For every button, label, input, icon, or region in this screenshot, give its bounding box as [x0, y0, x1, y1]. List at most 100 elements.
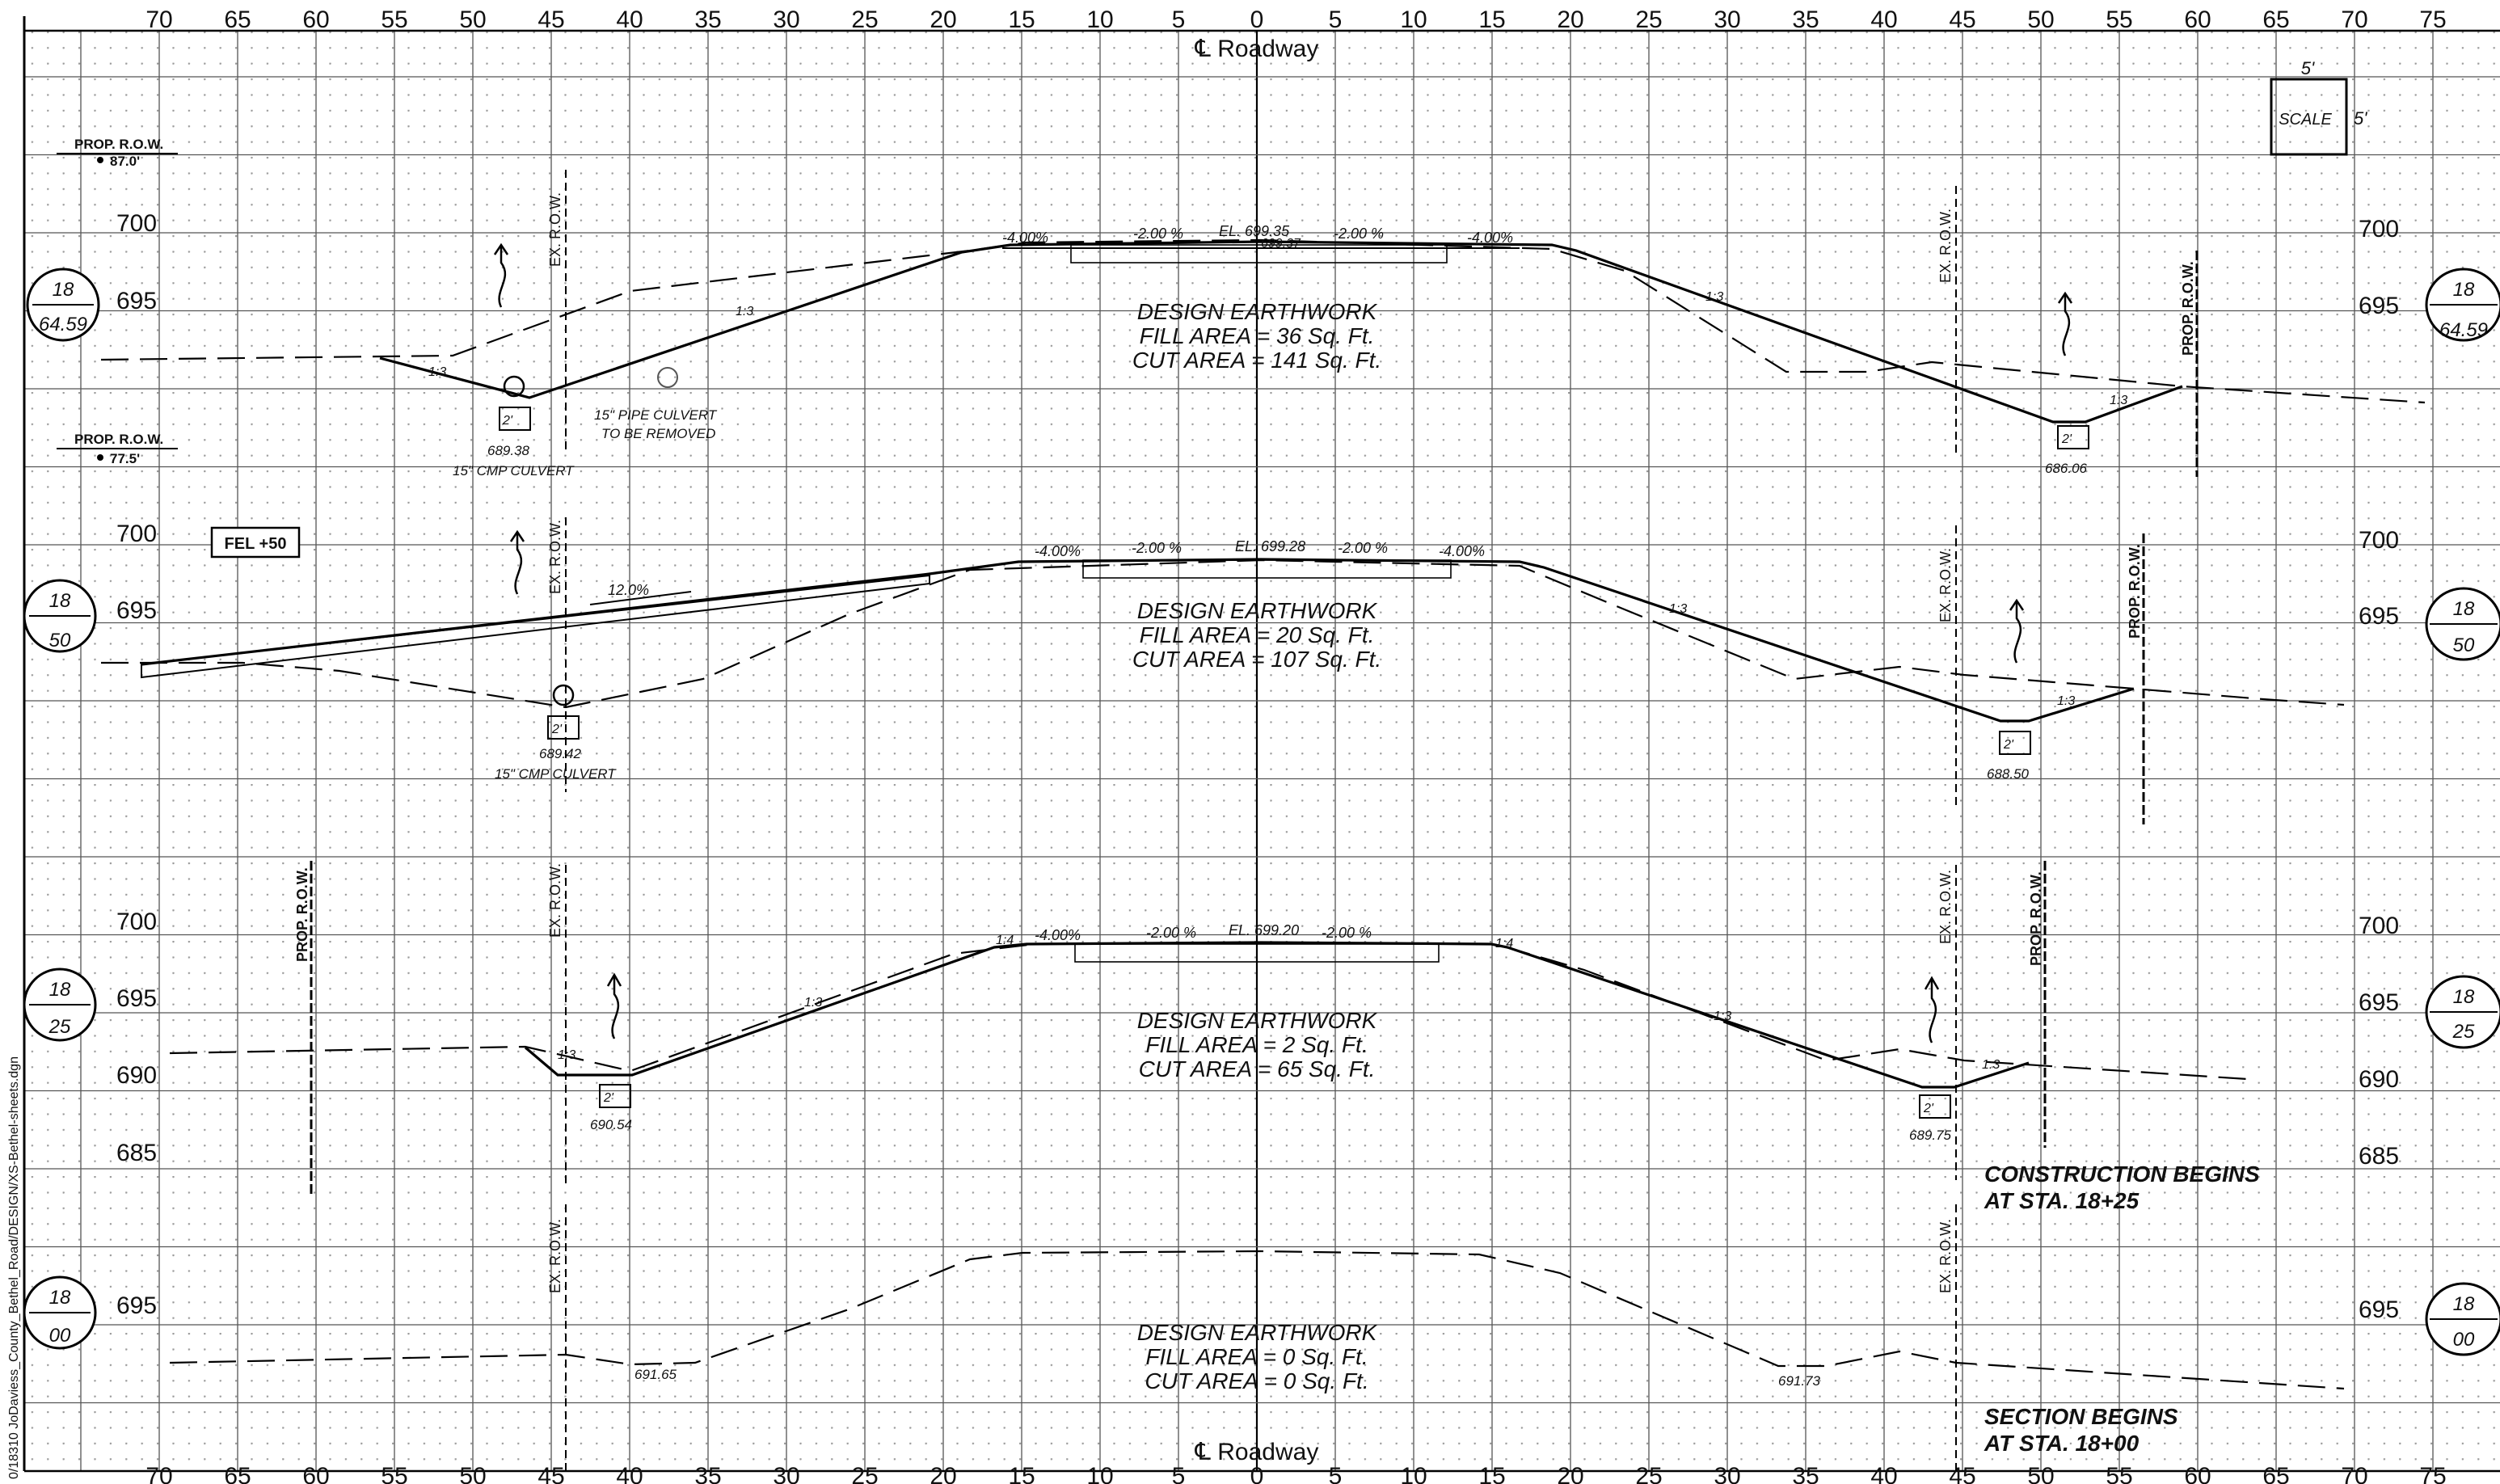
station-badge-left: 18 25 [23, 968, 97, 1042]
ex-row-marker-right: EX. R.O.W. [1937, 186, 1957, 453]
offset-tick-label: 0 [1250, 6, 1264, 33]
flow-arrow-left [509, 529, 525, 595]
offset-tick-label: 5 [1329, 6, 1343, 33]
flow-arrow-left [606, 972, 622, 1039]
offset-tick-label: 60 [302, 6, 329, 33]
offset-tick-label: 40 [1870, 6, 1897, 33]
offset-tick-label: 20 [1557, 6, 1583, 33]
fill-area: FILL AREA = 0 Sq. Ft. [1145, 1344, 1368, 1369]
offset-tick-label: 15 [1008, 1463, 1035, 1484]
elev-700-left: 700 [116, 210, 157, 237]
svg-text:25: 25 [48, 1016, 71, 1038]
svg-text:18: 18 [49, 979, 71, 1001]
offset-tick-label: 35 [1792, 6, 1819, 33]
left-low-elevation: 691.65 [634, 1367, 677, 1382]
slope-left-inner: -2.00 % [1146, 925, 1196, 941]
elev-695-right: 695 [2359, 1296, 2399, 1323]
slope-left-outer: -4.00% [1002, 230, 1048, 246]
offset-tick-label: 35 [694, 1463, 721, 1484]
prop-row-callout-left: PROP. R.O.W. 87.0' [57, 137, 178, 169]
offset-tick-label: 55 [381, 6, 407, 33]
fill-area: FILL AREA = 2 Sq. Ft. [1145, 1032, 1368, 1057]
grid-lines [24, 31, 2500, 1471]
culvert-remove-b: TO BE REMOVED [601, 426, 715, 441]
cut-area: CUT AREA = 0 Sq. Ft. [1145, 1368, 1368, 1393]
ditch-right: 2' 686.06 [2045, 425, 2089, 476]
centerline-label-top: ℄ Roadway [1195, 36, 1319, 62]
offset-tick-label: 30 [1714, 1463, 1740, 1484]
slope-1-3-d: 1:3 [2110, 394, 2127, 407]
elev-695-left: 695 [116, 597, 157, 624]
offset-tick-label: 50 [459, 1463, 486, 1484]
svg-text:50: 50 [2453, 634, 2475, 656]
elev-685-right: 685 [2359, 1143, 2399, 1170]
scale-box: 5' SCALE 5' [2270, 58, 2367, 156]
station-bottom: 64.59 [2439, 319, 2488, 341]
svg-text:18: 18 [2453, 598, 2475, 620]
proposed-grade [379, 240, 2183, 424]
offset-tick-label: 35 [694, 6, 721, 33]
ex-row-marker-left: EX. R.O.W. [547, 170, 567, 453]
svg-text:PROP. R.O.W.: PROP. R.O.W. [2180, 261, 2196, 356]
proposed-grade [141, 558, 2135, 723]
offset-tick-label: 30 [1714, 6, 1740, 33]
svg-text:2': 2' [603, 1091, 614, 1105]
offset-tick-label: 40 [616, 1463, 643, 1484]
pavement-slab [1074, 943, 1440, 963]
cut-area: CUT AREA = 107 Sq. Ft. [1132, 647, 1381, 672]
svg-text:00: 00 [2453, 1329, 2475, 1351]
ditch-left: 2' 690.54 [590, 1084, 632, 1132]
slope-right-inner: -2.00 % [1338, 540, 1388, 556]
cut-area: CUT AREA = 141 Sq. Ft. [1132, 348, 1381, 373]
offset-tick-label: 70 [2341, 1463, 2367, 1484]
svg-text:PROP. R.O.W.: PROP. R.O.W. [294, 867, 310, 962]
offset-tick-label: 50 [2027, 6, 2054, 33]
design-title: DESIGN EARTHWORK [1137, 1008, 1378, 1033]
design-title: DESIGN EARTHWORK [1137, 598, 1378, 623]
construction-note-1: CONSTRUCTION BEGINS [1984, 1161, 2260, 1187]
culvert-label: 15" CMP CULVERT [453, 463, 575, 479]
ex-row-marker-left: EX. R.O.W. [547, 517, 567, 792]
centerline-label-bottom: ℄ Roadway [1195, 1439, 1319, 1465]
culvert-left: 2' 689.42 15" CMP CULVERT [495, 684, 617, 782]
file-path: 0/18310 JoDaviess_County_Bethel_Road/DES… [7, 1056, 21, 1479]
offset-tick-label: 30 [773, 6, 799, 33]
flow-arrow-right [2057, 291, 2073, 356]
existing-ground [169, 1250, 2345, 1390]
svg-text:18: 18 [2453, 1293, 2475, 1315]
svg-text:PROP. R.O.W.: PROP. R.O.W. [2028, 871, 2044, 966]
row-offset: 77.5' [110, 451, 140, 466]
ditch-elevation: 688.50 [1987, 766, 2030, 782]
elev-695-left: 695 [116, 1292, 157, 1319]
section-18-64-59: 18 64.59 18 64.59 700 695 700 695 -4.00%… [26, 137, 2500, 479]
offset-tick-label: 60 [302, 1463, 329, 1484]
scale-box-h: 5' [2301, 58, 2315, 78]
slope-right-inner: -2.00 % [1334, 226, 1384, 242]
offset-tick-label: 45 [538, 6, 564, 33]
offset-tick-label: 45 [1949, 6, 1975, 33]
proposed-grade [524, 941, 2030, 1089]
flow-arrow-right [1924, 976, 1940, 1043]
cut-area: CUT AREA = 65 Sq. Ft. [1139, 1056, 1376, 1081]
culvert-label: 15" CMP CULVERT [495, 766, 617, 782]
slope-right-outer: -4.00% [1467, 230, 1513, 246]
offset-tick-label: 10 [1400, 6, 1427, 33]
elev-695-left: 695 [116, 985, 157, 1012]
ex-row-marker-left: EX. R.O.W. [547, 863, 567, 1188]
offset-tick-label: 5 [1172, 1463, 1186, 1484]
section-18-00: 18 00 18 00 695 695 DESIGN EARTHWORK FIL… [23, 1204, 2500, 1471]
svg-text:EX. R.O.W.: EX. R.O.W. [1937, 1219, 1954, 1293]
svg-text:EX. R.O.W.: EX. R.O.W. [1937, 548, 1954, 622]
crown-elevation: EL. 699.20 [1229, 922, 1299, 938]
offset-tick-label: 60 [2184, 1463, 2211, 1484]
slope-1-3-a: 1:3 [428, 365, 446, 379]
grid-dots [24, 31, 2500, 1471]
prop-row-marker-right: PROP. R.O.W. [2180, 251, 2199, 477]
elev-700-left: 700 [116, 909, 157, 935]
offset-tick-label: 45 [538, 1463, 564, 1484]
elev-700-right: 700 [2359, 527, 2399, 554]
slope-1-3-c: 1:3 [1705, 290, 1723, 304]
offset-tick-label: 55 [381, 1463, 407, 1484]
